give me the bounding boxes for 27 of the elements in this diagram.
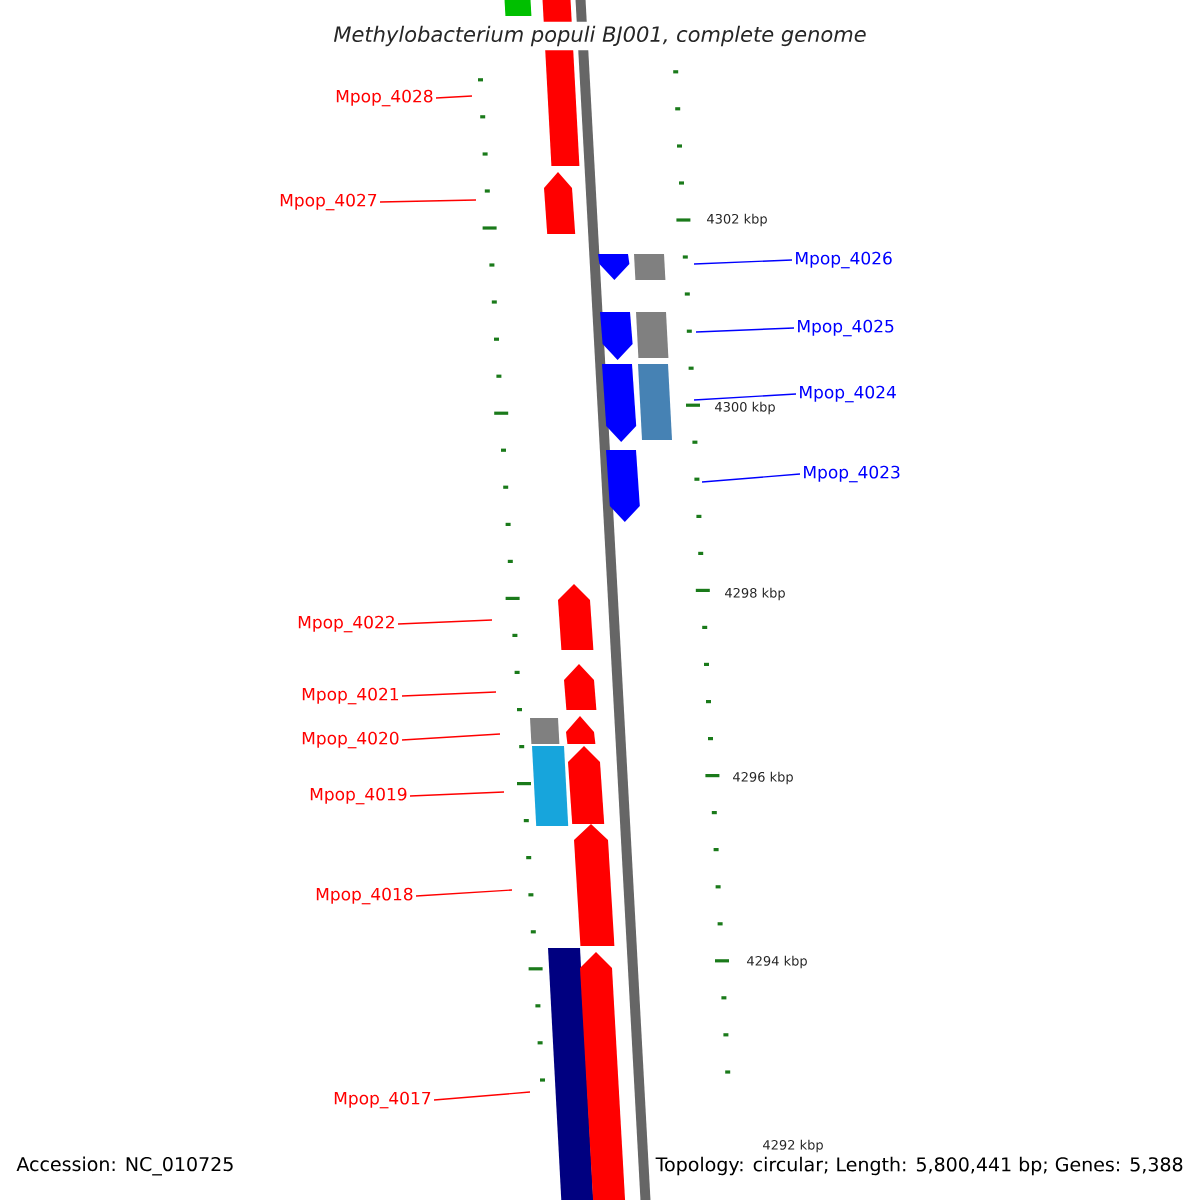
leader-line bbox=[409, 791, 505, 797]
leader-line bbox=[701, 473, 801, 483]
gene-label: Mpop_4019 bbox=[310, 787, 407, 805]
leader-line bbox=[401, 691, 497, 697]
title: Methylobacterium populi BJ001, complete genome bbox=[329, 21, 871, 51]
leader-line bbox=[379, 199, 477, 203]
gene-label: Mpop_4027 bbox=[280, 193, 377, 211]
gene-label: Mpop_4028 bbox=[336, 89, 433, 107]
leader-line bbox=[693, 259, 793, 265]
gene-label: Mpop_4026 bbox=[796, 251, 892, 269]
leader-line bbox=[401, 733, 501, 741]
leader-line bbox=[435, 95, 473, 99]
gene-label: Mpop_4025 bbox=[798, 319, 894, 337]
gene-label: Mpop_4017 bbox=[334, 1091, 431, 1109]
genome-info-text: Topology: circular; Length: 5,800,441 bp; Genes: 5,388 bbox=[653, 1154, 1186, 1178]
gene-label: Mpop_4023 bbox=[804, 465, 900, 483]
gene-label: Mpop_4021 bbox=[302, 687, 399, 705]
gene-label: Mpop_4022 bbox=[298, 615, 394, 633]
leader-line bbox=[433, 1091, 531, 1101]
accession-text: Accession: NC_010725 bbox=[14, 1154, 237, 1178]
leader-line bbox=[693, 393, 797, 401]
gene-label: Mpop_4018 bbox=[316, 887, 413, 905]
gene-label: Mpop_4024 bbox=[800, 385, 896, 403]
leader-line bbox=[695, 327, 795, 333]
gene-label: Mpop_4020 bbox=[302, 731, 399, 749]
leader-line bbox=[415, 889, 513, 897]
leader-line bbox=[397, 619, 493, 625]
